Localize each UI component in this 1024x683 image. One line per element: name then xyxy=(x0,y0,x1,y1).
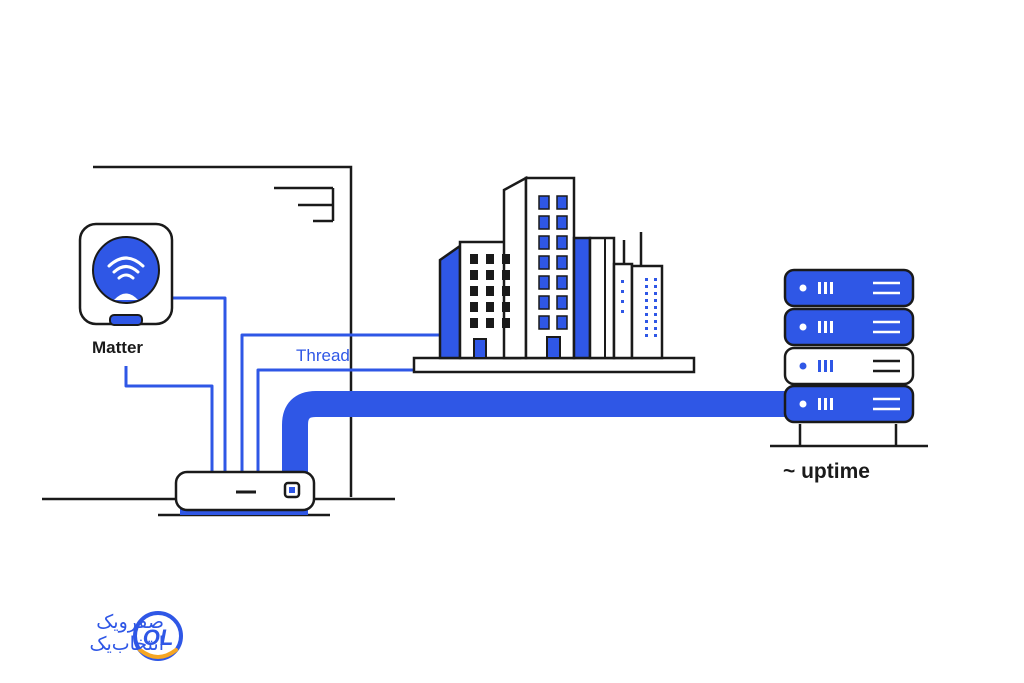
server-rack-icon xyxy=(770,268,928,448)
thread-connections xyxy=(124,296,442,472)
svg-text:OL: OL xyxy=(143,625,174,650)
uptime-label: ~ uptime xyxy=(783,460,870,483)
backbone-link xyxy=(282,391,788,476)
brand-line-1: صفرویک xyxy=(96,612,164,633)
router-icon xyxy=(158,470,330,517)
brand-logo: صفرویک انتخاب‌یک xyxy=(24,612,184,662)
brand-line-2: انتخاب‌یک xyxy=(89,634,164,655)
buildings-icon xyxy=(412,175,696,374)
matter-device xyxy=(78,222,174,326)
brand-text: صفرویک انتخاب‌یک xyxy=(89,612,164,656)
thread-label: Thread xyxy=(296,346,350,365)
house-outline xyxy=(42,165,395,501)
wifi-icon xyxy=(107,256,145,280)
matter-label: Matter xyxy=(92,338,144,357)
ol-logo-icon: OL xyxy=(133,611,183,661)
